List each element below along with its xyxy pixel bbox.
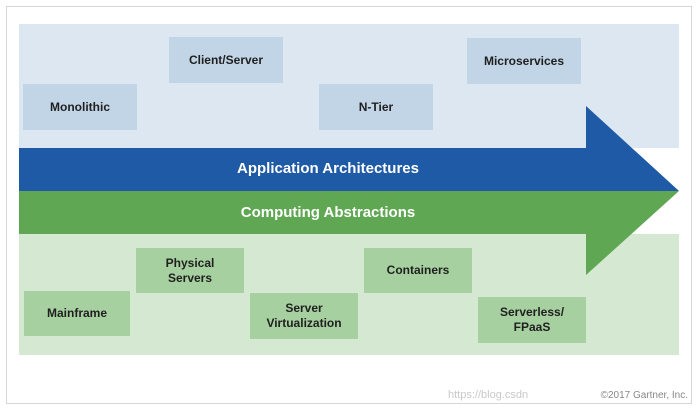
copyright-credit: ©2017 Gartner, Inc. — [600, 390, 688, 401]
architectures-label: Application Architectures — [237, 160, 419, 177]
box-mainframe: Mainframe — [24, 291, 130, 336]
box-microservices: Microservices — [467, 38, 581, 84]
box-physical-servers: Physical Servers — [136, 248, 244, 293]
abstractions-label: Computing Abstractions — [240, 204, 416, 221]
box-server-virtualization: Server Virtualization — [250, 293, 358, 339]
box-monolithic: Monolithic — [23, 84, 137, 130]
architectures-arrow — [19, 106, 679, 191]
box-client-server: Client/Server — [169, 37, 283, 83]
box-containers: Containers — [364, 248, 472, 293]
abstractions-arrow — [19, 191, 679, 275]
box-n-tier: N-Tier — [319, 84, 433, 130]
box-serverless-fpaas: Serverless/ FPaaS — [478, 297, 586, 343]
watermark: https://blog.csdn — [448, 389, 529, 401]
